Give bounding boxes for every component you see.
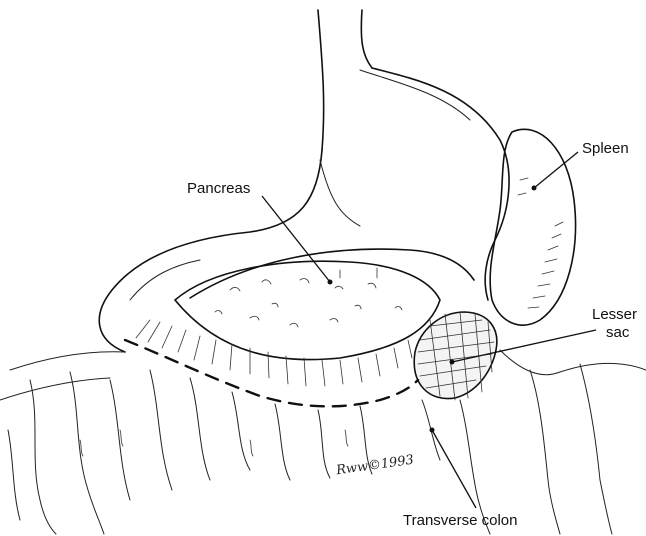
spleen-outline (490, 129, 575, 325)
pancreas-leader-line (262, 196, 330, 282)
stomach-lower-contour (190, 249, 474, 298)
transverse-colon-leader-dot (430, 428, 435, 433)
transverse-colon-label: Transverse colon (403, 512, 518, 530)
lesser-sac-label-line2: sac (606, 324, 629, 342)
pancreas-texture (215, 268, 402, 327)
stomach-outline (99, 68, 509, 352)
omentum-folds (0, 350, 646, 534)
esophagus-outline (318, 10, 372, 150)
transverse-colon-leader-line (432, 430, 476, 508)
lesser-sac-label-line1: Lesser (592, 306, 637, 324)
spleen-leader-dot (532, 186, 537, 191)
lesser-sac-leader-dot (450, 360, 455, 365)
pancreas-label: Pancreas (187, 180, 250, 198)
pancreas-outline (175, 261, 440, 359)
spleen-label: Spleen (582, 140, 629, 158)
omentum-hatching (80, 320, 412, 456)
pancreas-leader-dot (328, 280, 333, 285)
stomach-shading (130, 70, 470, 300)
spleen-shading (518, 178, 563, 308)
